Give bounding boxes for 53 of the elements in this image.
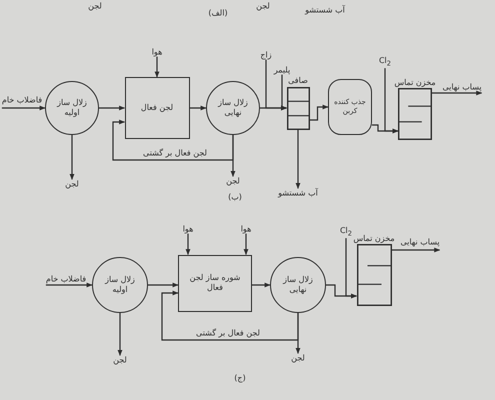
tank-box: شوره ساز لجن فعال [178,254,252,312]
figure-label: آب شستشو [305,5,345,15]
arrow [252,282,271,288]
arrow [70,135,74,180]
clarifier-circle: زلال ساز اولیه [92,257,148,313]
clarifier-circle: زلال ساز اولیه [45,81,99,135]
edge-label: لجن فعال بر گشتی [142,148,208,158]
flow-label: مخزن تماس [394,78,436,87]
arrow [161,290,299,341]
flow-label: مخزن تماس [353,234,395,243]
arrow [112,120,234,161]
figure-label: (الف) [208,8,228,18]
arrow [384,68,399,134]
arrow [392,248,440,252]
arrow [118,313,122,356]
flow-label: لجن [226,176,240,186]
figure-label: لجن [88,1,102,11]
flow-label: فاضلاب خام [46,274,86,284]
clarifier-circle: زلال ساز نهایی [270,257,326,313]
arrow [46,282,93,288]
clarifier-circle: زلال ساز نهایی [206,81,260,135]
flow-label: هوا [152,47,162,57]
arrow [281,74,288,110]
figure-label: (ج) [234,373,246,383]
edge-label: لجن فعال بر گشتی [195,328,261,338]
flow-label: لجن [291,353,305,363]
flow-label: پساب نهایی [400,237,440,247]
figure-label: لجن [256,1,270,11]
flow-label: صافی [288,76,308,86]
arrow [2,106,46,110]
flow-label: هوا [240,224,252,234]
flow-label: آب شستشو [278,188,318,198]
arrow [296,130,300,189]
arrow [432,90,482,96]
arrow [99,106,126,110]
arrow [190,106,207,110]
flow-label: Cl$_{2}$ [340,226,352,238]
flow-label: پلیمر [274,65,290,75]
flow-label: Cl$_{2}$ [378,56,392,68]
flow-label: فاضلاب خام [2,95,42,105]
flow-label: لجن [65,179,79,189]
flow-label: هوا [182,224,194,234]
tank-box: لجن فعال [124,77,190,139]
flow-label: زاج [260,50,272,60]
flow-label: لجن [113,355,127,365]
arrow [244,234,248,256]
arrow [310,104,329,121]
arrow [345,238,358,298]
figure-label: (ب) [228,192,242,202]
arrow [148,282,179,288]
flow-label: پساب نهایی [442,82,482,92]
arrow [186,234,190,256]
arrow [154,56,160,78]
